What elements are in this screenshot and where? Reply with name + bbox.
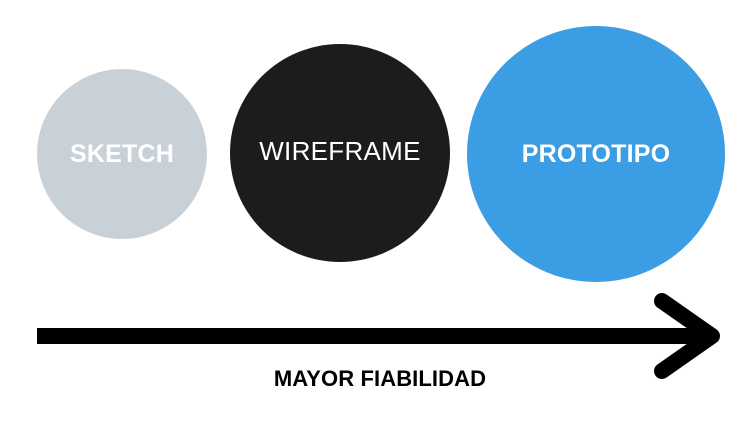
arrow-head bbox=[654, 293, 720, 379]
stage-sketch-circle: SKETCH bbox=[37, 69, 207, 239]
stage-prototipo-circle: PROTOTIPO bbox=[467, 26, 725, 282]
stage-sketch-label: SKETCH bbox=[70, 139, 174, 168]
stage-prototipo-label: PROTOTIPO bbox=[521, 139, 671, 168]
arrow-caption: MAYOR FIABILIDAD bbox=[273, 366, 487, 391]
stage-wireframe-label: WIREFRAME bbox=[259, 135, 421, 166]
stage-wireframe-circle: WIREFRAME bbox=[230, 44, 450, 262]
